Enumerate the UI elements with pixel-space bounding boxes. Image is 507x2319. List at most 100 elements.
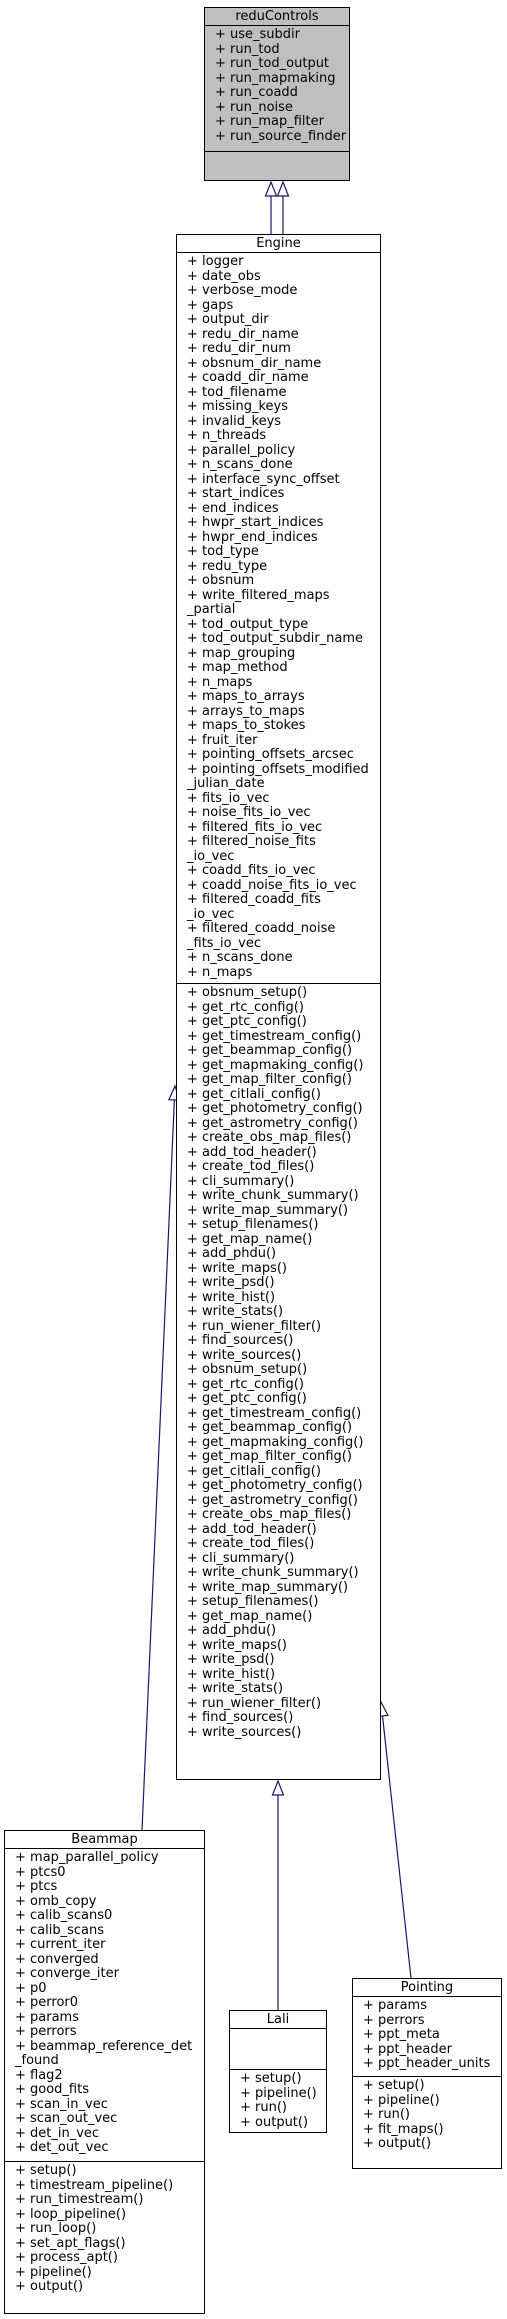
method-engine: + get_map_filter_config() <box>187 1449 352 1464</box>
method-engine: + get_timestream_config() <box>187 1405 362 1421</box>
method-engine: + write_hist() <box>187 1666 276 1682</box>
attribute-engine: + redu_dir_name <box>187 326 299 342</box>
class-engine[interactable]: Engine + logger+ date_obs+ verbose_mode+… <box>176 234 381 1780</box>
method-lali: + output() <box>240 2114 309 2130</box>
attribute-reducontrols: + run_map_filter <box>215 114 324 129</box>
method-engine: + get_mapmaking_config() <box>187 1434 364 1450</box>
method-engine: + write_map_summary() <box>187 1202 349 1218</box>
method-engine: + create_obs_map_files() <box>187 1130 352 1145</box>
attribute-beammap: + calib_scans0 <box>15 1908 113 1923</box>
attribute-engine: _fits_io_vec <box>187 935 261 951</box>
attribute-beammap: + calib_scans <box>15 1922 105 1938</box>
method-engine: + create_tod_files() <box>187 1159 315 1174</box>
attribute-beammap: + converged <box>15 1951 99 1967</box>
class-title-reducontrols: reduControls <box>205 8 349 26</box>
attribute-engine: + verbose_mode <box>187 283 298 298</box>
method-pointing: + run() <box>363 2107 410 2122</box>
attribute-reducontrols: + run_tod <box>215 41 280 57</box>
attribute-pointing: + ppt_header <box>363 2041 452 2057</box>
attribute-pointing: + params <box>363 1998 427 2013</box>
attribute-beammap: + good_fits <box>15 2082 89 2097</box>
method-engine: + write_maps() <box>187 1260 288 1276</box>
attribute-beammap: + converge_iter <box>15 1966 119 1981</box>
method-lali: + setup() <box>240 2071 302 2086</box>
method-engine: + get_photometry_config() <box>187 1478 363 1493</box>
method-engine: + run_wiener_filter() <box>187 1695 322 1711</box>
attribute-engine: + logger <box>187 254 244 269</box>
attribute-reducontrols: + run_coadd <box>215 85 298 100</box>
attribute-engine: + coadd_noise_fits_io_vec <box>187 877 357 893</box>
method-engine: + get_astrometry_config() <box>187 1115 358 1131</box>
attribute-beammap: + scan_in_vec <box>15 2096 108 2112</box>
method-engine: + get_ptc_config() <box>187 1014 307 1029</box>
method-engine: + write_hist() <box>187 1289 276 1305</box>
method-beammap: + pipeline() <box>15 2264 92 2280</box>
class-lali[interactable]: Lali + setup()+ pipeline()+ run()+ outpu… <box>229 2010 327 2133</box>
attribute-engine: + maps_to_stokes <box>187 718 306 733</box>
attribute-engine: + pointing_offsets_modified <box>187 761 369 777</box>
attribute-engine: _io_vec <box>187 848 235 864</box>
attribute-engine: + coadd_fits_io_vec <box>187 863 316 878</box>
method-engine: + write_stats() <box>187 1304 284 1319</box>
class-pointing[interactable]: Pointing + params+ perrors+ ppt_meta+ pp… <box>352 1978 502 2169</box>
method-beammap: + setup() <box>15 2163 77 2178</box>
method-engine: + get_beammap_config() <box>187 1043 353 1058</box>
attribute-reducontrols: + use_subdir <box>215 27 301 42</box>
attribute-engine: + missing_keys <box>187 399 288 414</box>
method-engine: + add_phdu() <box>187 1623 277 1638</box>
method-pointing: + output() <box>363 2136 432 2151</box>
methods-lali: + setup()+ pipeline()+ run()+ output() <box>230 2070 326 2132</box>
method-engine: + add_phdu() <box>187 1246 277 1261</box>
attribute-reducontrols: + run_mapmaking <box>215 70 336 86</box>
class-title-pointing: Pointing <box>353 1979 501 1997</box>
method-beammap: + loop_pipeline() <box>15 2206 127 2222</box>
attribute-engine: _io_vec <box>187 906 235 922</box>
class-title-lali: Lali <box>230 2011 326 2029</box>
attribute-engine: + interface_sync_offset <box>187 471 340 487</box>
method-beammap: + set_apt_flags() <box>15 2235 126 2251</box>
method-pointing: + pipeline() <box>363 2092 440 2108</box>
attribute-beammap: + map_parallel_policy <box>15 1850 159 1865</box>
attribute-engine: + n_threads <box>187 428 267 443</box>
method-engine: + get_photometry_config() <box>187 1101 363 1116</box>
attribute-engine: + tod_output_type <box>187 616 309 632</box>
attribute-pointing: + ppt_meta <box>363 2027 440 2042</box>
attribute-beammap: + ptcs <box>15 1879 58 1894</box>
attribute-engine: _julian_date <box>187 776 265 791</box>
method-engine: + setup_filenames() <box>187 1594 319 1609</box>
attribute-engine: + n_scans_done <box>187 950 293 965</box>
attribute-engine: + filtered_fits_io_vec <box>187 819 323 835</box>
attribute-engine: + tod_output_subdir_name <box>187 631 364 646</box>
method-engine: + write_sources() <box>187 1347 302 1363</box>
inheritance-arrowhead-lali-engine <box>271 1779 285 1796</box>
class-beammap[interactable]: Beammap + map_parallel_policy+ ptcs0+ pt… <box>4 1830 205 2314</box>
attribute-engine: + filtered_coadd_fits <box>187 892 321 907</box>
method-beammap: + output() <box>15 2279 84 2294</box>
method-engine: + write_stats() <box>187 1681 284 1696</box>
method-beammap: + run_loop() <box>15 2221 97 2236</box>
method-beammap: + run_timestream() <box>15 2192 144 2207</box>
attribute-engine: + n_scans_done <box>187 457 293 472</box>
method-engine: + get_citlali_config() <box>187 1086 321 1102</box>
class-reducontrols[interactable]: reduControls + use_subdir+ run_tod + run_… <box>204 7 350 181</box>
inheritance-arrowhead-engine-reducontrols-2 <box>276 180 290 197</box>
attribute-engine: + tod_filename <box>187 384 287 400</box>
method-engine: + write_psd() <box>187 1275 275 1290</box>
method-engine: + get_rtc_config() <box>187 999 304 1015</box>
method-engine: + get_map_filter_config() <box>187 1072 352 1087</box>
method-engine: + get_rtc_config() <box>187 1376 304 1392</box>
method-engine: + find_sources() <box>187 1710 294 1725</box>
attribute-pointing: + perrors <box>363 2012 425 2028</box>
method-engine: + run_wiener_filter() <box>187 1318 322 1334</box>
attribute-engine: + filtered_coadd_noise <box>187 921 336 936</box>
attribute-beammap: + det_out_vec <box>15 2140 109 2155</box>
attribute-engine: + date_obs <box>187 268 261 284</box>
attribute-engine: + tod_type <box>187 544 259 559</box>
attribute-beammap: + current_iter <box>15 1937 106 1952</box>
attribute-beammap: + omb_copy <box>15 1893 97 1909</box>
method-engine: + get_timestream_config() <box>187 1028 362 1044</box>
attribute-beammap: + beammap_reference_det <box>15 2038 193 2054</box>
attribute-engine: + parallel_policy <box>187 442 296 458</box>
method-pointing: + fit_maps() <box>363 2121 444 2137</box>
attribute-engine: + filtered_noise_fits <box>187 834 316 849</box>
